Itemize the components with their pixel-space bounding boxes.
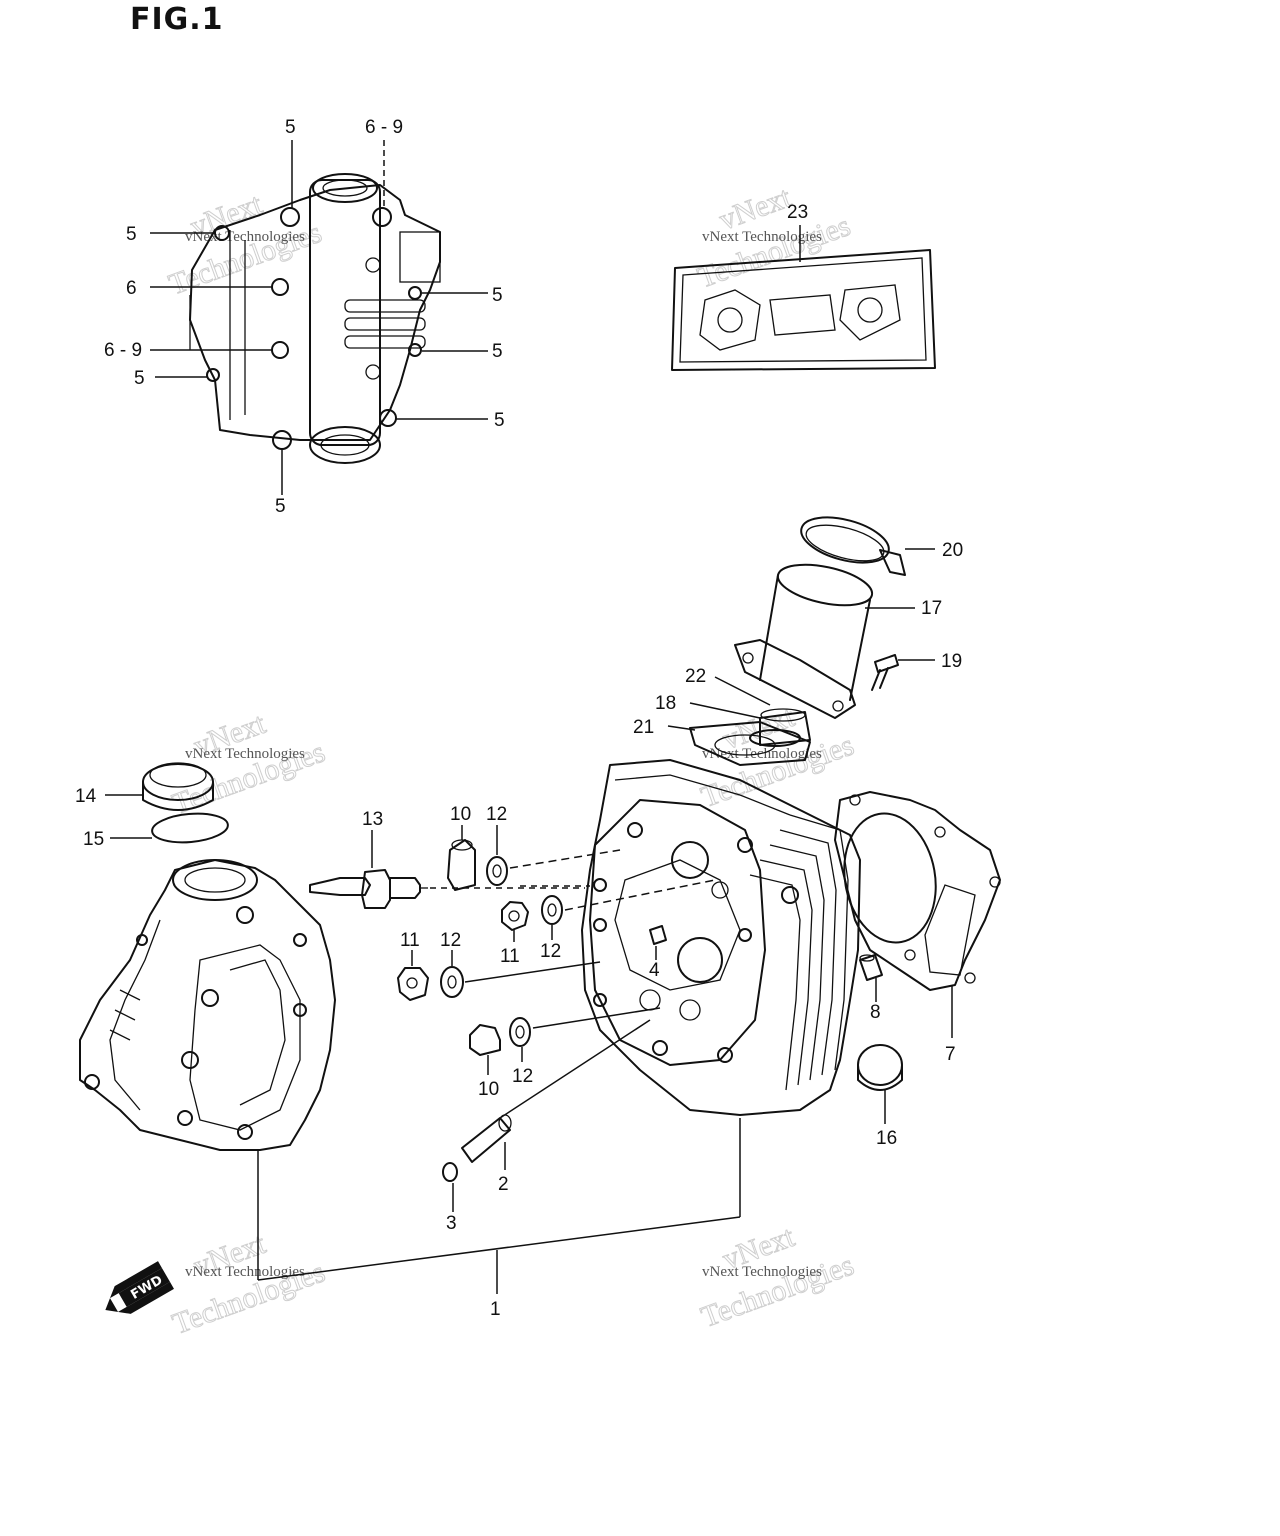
watermark-small-6: vNext Technologies (702, 1264, 822, 1280)
svg-text:Technologies: Technologies (697, 728, 858, 814)
callout-15: 15 (83, 829, 104, 850)
callout-10: 10 (478, 1079, 499, 1100)
gasket-set-part-23 (671, 225, 936, 371)
nut-part-11-b (397, 950, 429, 1001)
leaders-head-cover (150, 140, 488, 495)
callout-5: 5 (492, 285, 503, 306)
spacer-parts-22-18-21 (667, 676, 811, 766)
plug-part-10-lower (469, 1024, 501, 1075)
callout-5: 5 (134, 368, 145, 389)
assembly-bracket-part-1 (257, 1118, 741, 1294)
callout-11: 11 (400, 930, 420, 951)
callout-18: 18 (655, 693, 676, 714)
svg-text:Technologies: Technologies (693, 209, 854, 295)
callout-labels: 5 6 - 9 5 6 6 - 9 5 5 5 5 5 23 20 17 19 … (75, 117, 963, 1320)
head-cover-underside-view (189, 173, 441, 464)
callout-12: 12 (486, 804, 507, 825)
callout-10: 10 (450, 804, 471, 825)
callout-16: 16 (876, 1128, 897, 1149)
watermark-small-3: vNext Technologies (185, 746, 305, 762)
callout-5: 5 (275, 496, 286, 517)
callout-12: 12 (440, 930, 461, 951)
callout-23: 23 (787, 202, 808, 223)
head-cover-front (79, 859, 336, 1151)
plug-part-10-upper (447, 825, 476, 891)
callout-19: 19 (941, 651, 962, 672)
forward-arrow-icon: FWD (105, 1261, 174, 1314)
washer-part-12-a (486, 825, 621, 886)
circlip-part-3 (442, 1162, 458, 1212)
callout-5: 5 (126, 224, 137, 245)
clamp-part-20 (800, 516, 935, 576)
valve-guide-part-2 (461, 1019, 651, 1170)
nut-part-11-a (501, 885, 590, 942)
head-gasket-part-7 (834, 791, 1001, 1038)
spark-plug-part-13 (309, 830, 585, 909)
watermark-small-5: vNext Technologies (185, 1264, 305, 1280)
intake-pipe-part-17 (734, 563, 915, 719)
cylinder-head (581, 759, 861, 1116)
callout-5: 5 (492, 341, 503, 362)
cap-part-14 (105, 762, 214, 811)
dowel-part-4 (649, 925, 667, 960)
callout-12: 12 (512, 1066, 533, 1087)
callout-8: 8 (870, 1002, 881, 1023)
screw-part-19 (871, 654, 935, 691)
callout-1: 1 (490, 1299, 501, 1320)
watermark-small-4: vNext Technologies (702, 746, 822, 762)
callout-4: 4 (649, 960, 660, 981)
callout-5: 5 (494, 410, 505, 431)
callout-13: 13 (362, 809, 383, 830)
callout-5: 5 (285, 117, 296, 138)
washer-part-12-c (440, 950, 601, 998)
callout-6: 6 (126, 278, 137, 299)
cap-part-16 (857, 1044, 903, 1124)
dowel-pin-part-8 (859, 954, 883, 1002)
callout-22: 22 (685, 666, 706, 687)
callout-17: 17 (921, 598, 942, 619)
washer-part-12-d (509, 1007, 661, 1062)
callout-14: 14 (75, 786, 97, 807)
callout-2: 2 (498, 1174, 509, 1195)
watermark-small-2: vNext Technologies (702, 229, 822, 245)
svg-text:Technologies: Technologies (697, 1248, 858, 1334)
callout-7: 7 (945, 1044, 956, 1065)
callout-6-9: 6 - 9 (365, 117, 403, 138)
callout-12: 12 (540, 941, 561, 962)
o-ring-part-15 (110, 812, 229, 844)
callout-3: 3 (446, 1213, 457, 1234)
callout-11: 11 (500, 946, 520, 967)
callout-21: 21 (633, 717, 654, 738)
callout-20: 20 (942, 540, 963, 561)
figure-title: FIG.1 (130, 2, 224, 37)
callout-6-9: 6 - 9 (104, 340, 142, 361)
washer-part-12-b (541, 879, 716, 940)
